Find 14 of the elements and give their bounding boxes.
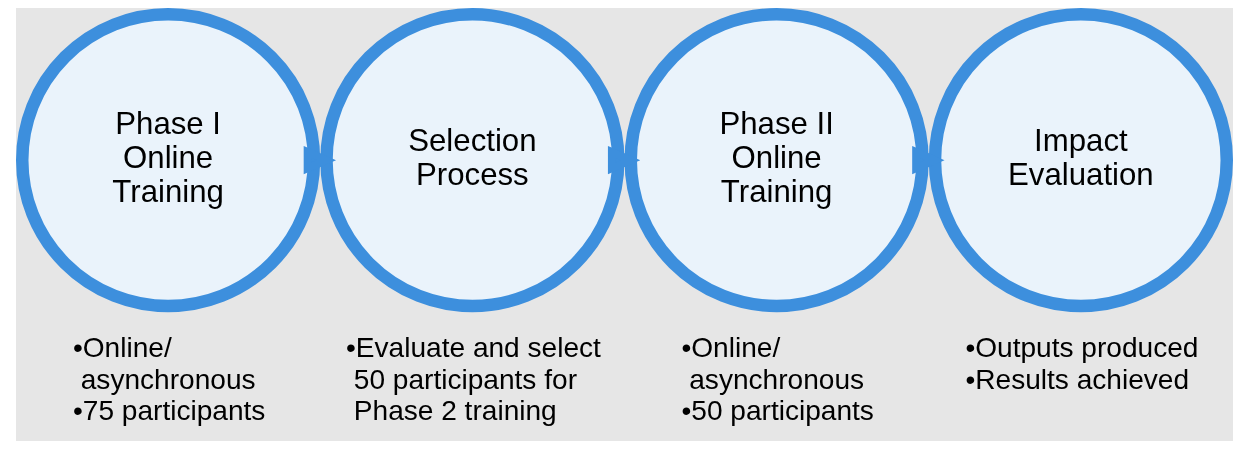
node-label: •Outputs produced bbox=[964, 332, 1198, 364]
node-label: •50 participants bbox=[680, 394, 874, 426]
node-label: •Results achieved bbox=[964, 363, 1189, 395]
node-circle: Selection Process bbox=[319, 8, 624, 313]
arrow bbox=[303, 146, 336, 175]
node-label: •Evaluate and select 50 participants for Phase 2 training bbox=[345, 332, 601, 426]
node-label: •Online/ asynchronous bbox=[680, 332, 864, 395]
node-circle: Impact Evaluation bbox=[928, 8, 1233, 313]
node-circle: Phase I Online Training bbox=[15, 8, 320, 313]
arrow bbox=[911, 146, 945, 175]
node-label: •75 participants bbox=[72, 394, 265, 426]
node-label: •Online/ asynchronous bbox=[72, 332, 256, 395]
arrow bbox=[607, 146, 640, 175]
node-circle: Phase II Online Training bbox=[624, 8, 929, 313]
